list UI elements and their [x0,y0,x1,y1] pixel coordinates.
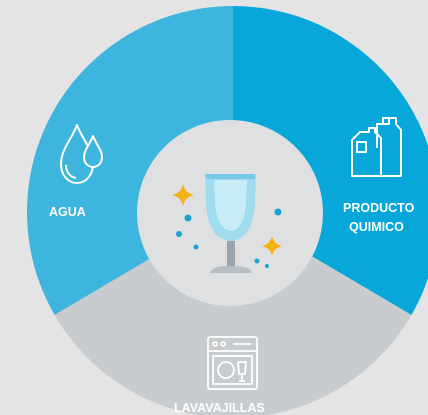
label-producto-line1: PRODUCTO [343,201,415,215]
segment-producto-quimico [233,6,428,315]
sparkling-glass-icon [172,174,282,273]
label-agua: AGUA [49,205,86,219]
segment-agua [27,6,233,315]
label-producto-line2: QUIMICO [349,220,404,234]
water-drops-icon [60,124,103,184]
dishwasher-icon [207,336,258,390]
label-lavavajillas: LAVAVAJILLAS [174,401,265,415]
segment-lavavajillas [54,254,412,415]
chemical-bottles-icon [351,117,402,177]
